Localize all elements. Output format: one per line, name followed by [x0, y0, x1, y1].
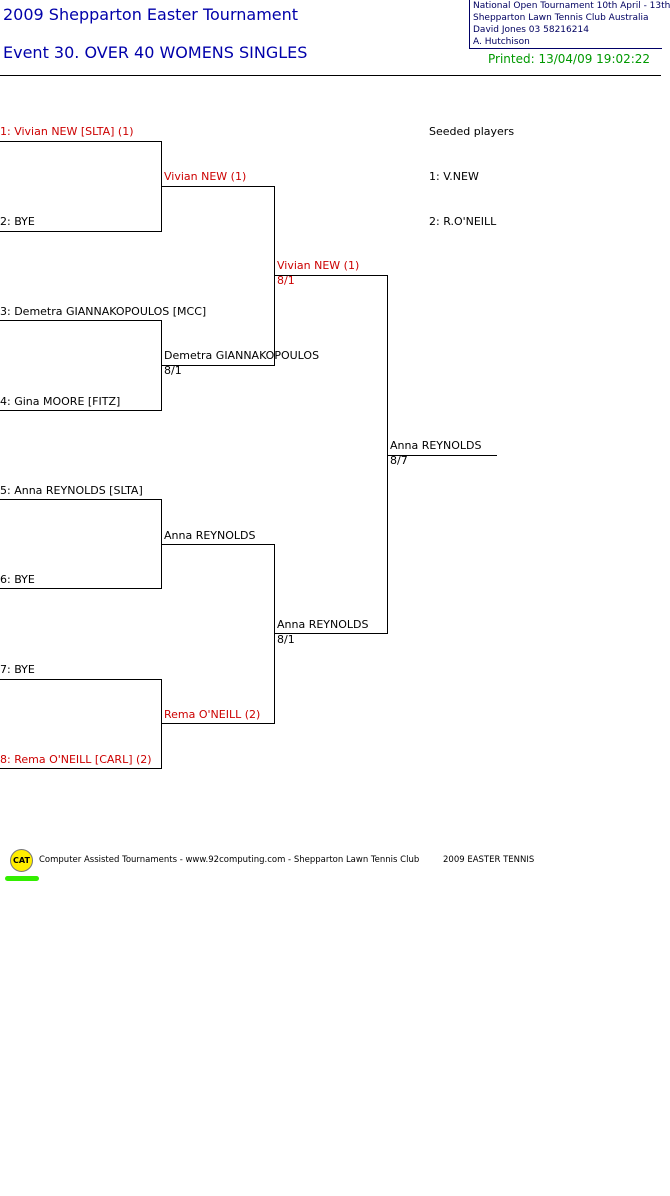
bracket-line: [162, 723, 275, 724]
round1-player-8: 8: Rema O'NEILL [CARL] (2): [0, 753, 152, 766]
footer-event: 2009 EASTER TENNIS: [443, 855, 535, 865]
bracket-line: [0, 320, 162, 321]
info-box: National Open Tournament 10th April - 13…: [469, 0, 670, 49]
bracket-connector: [161, 320, 162, 411]
bracket-line: [0, 141, 162, 142]
round1-player-5: 5: Anna REYNOLDS [SLTA]: [0, 484, 143, 497]
round2-score-2: 8/1: [164, 364, 182, 377]
info-line: A. Hutchison: [473, 37, 530, 47]
bracket-connector: [161, 499, 162, 589]
round3-winner-1: Vivian NEW (1): [277, 259, 360, 272]
bracket-connector: [274, 544, 275, 724]
bracket-line: [0, 768, 162, 769]
round2-winner-1: Vivian NEW (1): [164, 170, 247, 183]
bracket-line: [0, 588, 162, 589]
info-line: David Jones 03 58216214: [473, 25, 589, 35]
bracket-line: [162, 186, 275, 187]
bracket-line: [0, 679, 162, 680]
round2-winner-2: Demetra GIANNAKOPOULOS: [164, 349, 320, 362]
tournament-title: 2009 Shepparton Easter Tournament: [3, 5, 299, 24]
bracket-line: [0, 231, 162, 232]
header-divider: [0, 75, 661, 76]
round1-player-2: 2: BYE: [0, 215, 35, 228]
round2-winner-4: Rema O'NEILL (2): [164, 708, 261, 721]
bracket-connector: [161, 141, 162, 232]
seed-item-2: 2: R.O'NEILL: [429, 215, 497, 228]
bracket-connector: [161, 679, 162, 769]
cat-logo: CAT: [10, 849, 33, 872]
round1-player-7: 7: BYE: [0, 663, 35, 676]
seed-item-1: 1: V.NEW: [429, 170, 479, 183]
footer-credits: Computer Assisted Tournaments - www.92co…: [39, 855, 420, 865]
champion-name: Anna REYNOLDS: [390, 439, 482, 452]
champion-score: 8/7: [390, 454, 408, 467]
printed-timestamp: Printed: 13/04/09 19:02:22: [488, 52, 651, 66]
round3-winner-2: Anna REYNOLDS: [277, 618, 369, 631]
info-line: National Open Tournament 10th April - 13…: [473, 1, 670, 11]
bracket-line: [275, 633, 388, 634]
bracket-connector: [387, 275, 388, 634]
round1-player-6: 6: BYE: [0, 573, 35, 586]
round1-player-1: 1: Vivian NEW [SLTA] (1): [0, 125, 134, 138]
cat-logo-underline: [5, 876, 39, 881]
bracket-line: [275, 275, 388, 276]
bracket-line: [0, 410, 162, 411]
round2-winner-3: Anna REYNOLDS: [164, 529, 256, 542]
bracket-line: [162, 365, 275, 366]
bracket-connector: [274, 186, 275, 366]
round3-score-1: 8/1: [277, 274, 295, 287]
round1-player-4: 4: Gina MOORE [FITZ]: [0, 395, 121, 408]
round3-score-2: 8/1: [277, 633, 295, 646]
info-line: Shepparton Lawn Tennis Club Australia: [473, 13, 649, 23]
seeds-heading: Seeded players: [429, 125, 515, 138]
bracket-line: [162, 544, 275, 545]
bracket-line: [0, 499, 162, 500]
event-title: Event 30. OVER 40 WOMENS SINGLES: [3, 43, 308, 62]
bracket-line: [388, 455, 497, 456]
round1-player-3: 3: Demetra GIANNAKOPOULOS [MCC]: [0, 305, 207, 318]
